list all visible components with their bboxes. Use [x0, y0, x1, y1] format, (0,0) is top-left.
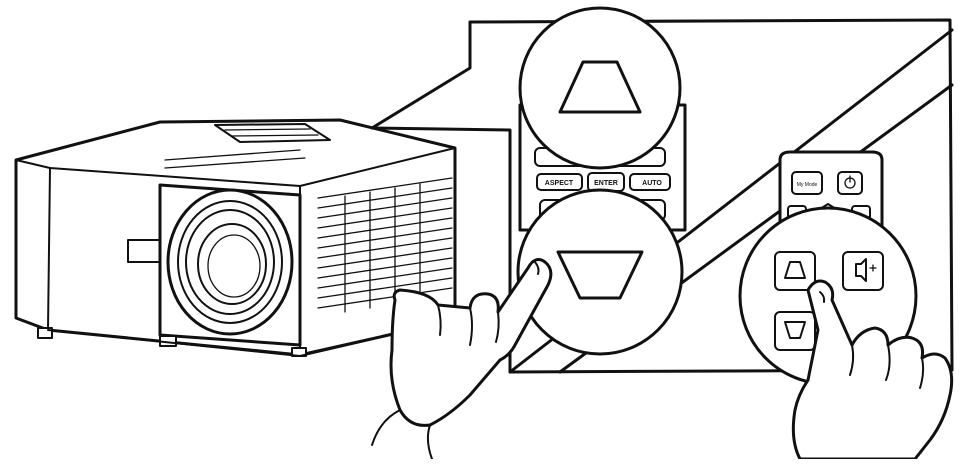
- power-button: [837, 171, 863, 195]
- enter-key-label: ENTER: [594, 180, 618, 187]
- remote-keystone-up-icon: [784, 261, 806, 279]
- remote-keystone-up-button: [774, 251, 816, 291]
- remote-keystone-down-button: [774, 311, 816, 351]
- aspect-key: [536, 173, 583, 191]
- my-mode-label: My Mode: [797, 182, 818, 188]
- remote-keystone-down-icon: [784, 321, 806, 339]
- hand-right: [791, 279, 954, 461]
- foot-left: [37, 327, 53, 339]
- aspect-key-label: ASPECT: [545, 180, 574, 187]
- remote-volume-up-button: [842, 251, 884, 291]
- projector: [14, 118, 457, 357]
- auto-key-label: AUTO: [642, 180, 662, 187]
- keystone-down-magnifier: [516, 188, 684, 356]
- volume-icon: [855, 258, 867, 282]
- keystone-up-magnifier: [518, 6, 682, 170]
- keystone-down-icon: [556, 250, 644, 300]
- my-mode-button: [791, 171, 823, 195]
- auto-key: [629, 173, 671, 191]
- keystone-up-icon: [558, 60, 642, 114]
- side-vents: [317, 177, 453, 313]
- hand-left: [371, 258, 553, 460]
